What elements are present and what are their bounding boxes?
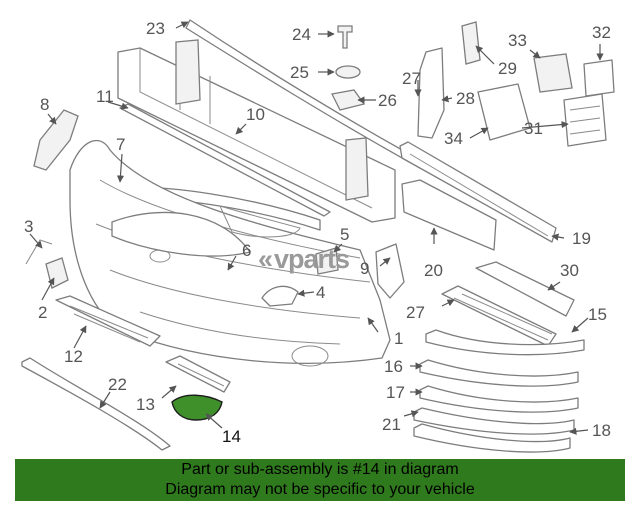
callout-27[interactable]: 27 [402,69,421,88]
callout-29[interactable]: 29 [498,59,517,78]
part-3-clip [25,239,53,265]
callout-14[interactable]: 14 [222,427,241,446]
callout-22[interactable]: 22 [108,375,127,394]
part-18-strip [413,423,571,453]
callout-34[interactable]: 34 [444,129,463,148]
part-21-strip [413,407,575,435]
callout-28[interactable]: 28 [456,89,475,108]
callout-23[interactable]: 23 [146,19,165,38]
callout-25[interactable]: 25 [290,63,309,82]
part-12-grille [55,295,161,347]
callout-27b[interactable]: 27 [406,303,425,322]
part-2-bracket [45,257,69,289]
watermark-prefix: « [258,244,272,274]
callout-10[interactable]: 10 [246,105,265,124]
part-10-bracket-left [175,39,201,105]
part-info-banner: Part or sub-assembly is #14 in diagram D… [15,459,625,501]
callout-7[interactable]: 7 [116,135,125,154]
part-20-plate-base [401,179,497,251]
callout-24[interactable]: 24 [292,25,311,44]
callout-3[interactable]: 3 [24,217,33,236]
callout-31[interactable]: 31 [524,119,543,138]
callout-30[interactable]: 30 [560,261,579,280]
callout-32[interactable]: 32 [592,23,611,42]
part-5-mount [315,247,339,275]
callout-11[interactable]: 11 [96,87,114,106]
callout-17[interactable]: 17 [386,383,405,402]
callout-8[interactable]: 8 [40,95,49,114]
part-15-strip [425,329,585,356]
callout-5[interactable]: 5 [340,225,349,244]
part-29-bracket [461,21,481,65]
callout-18[interactable]: 18 [592,421,611,440]
part-25-washer [335,65,361,79]
banner-line-disclaimer: Diagram may not be specific to your vehi… [165,481,475,498]
callout-16[interactable]: 16 [384,357,403,376]
part-34-bracket [477,83,531,141]
part-30-bracket [475,261,575,317]
part-14-highlighted[interactable] [171,394,223,421]
callout-26[interactable]: 26 [378,91,397,110]
callout-15[interactable]: 15 [588,305,607,324]
part-26-clip [331,89,366,111]
callout-12[interactable]: 12 [64,347,83,366]
callout-19[interactable]: 19 [572,229,591,248]
part-6-grille [111,211,251,257]
part-28-bracket [417,47,445,139]
part-10-bracket-right [345,137,369,201]
part-32-cover [583,59,615,97]
part-24-screw [337,25,353,49]
callout-13[interactable]: 13 [136,395,155,414]
part-9-mount [375,243,405,299]
callout-2[interactable]: 2 [38,303,47,322]
banner-line-part: Part or sub-assembly is #14 in diagram [181,461,459,478]
part-16-strip [419,359,579,387]
part-22-lip [21,357,171,451]
callout-9[interactable]: 9 [360,259,369,278]
callout-1[interactable]: 1 [394,329,403,348]
callout-33[interactable]: 33 [508,31,527,50]
part-4-bracket [261,285,299,307]
callout-4[interactable]: 4 [316,283,325,302]
part-17-strip [419,385,579,413]
part-33-sensor [533,53,573,93]
callout-6[interactable]: 6 [242,241,251,260]
callout-20[interactable]: 20 [424,261,443,280]
part-8-bracket [33,109,79,171]
callout-21[interactable]: 21 [382,415,401,434]
